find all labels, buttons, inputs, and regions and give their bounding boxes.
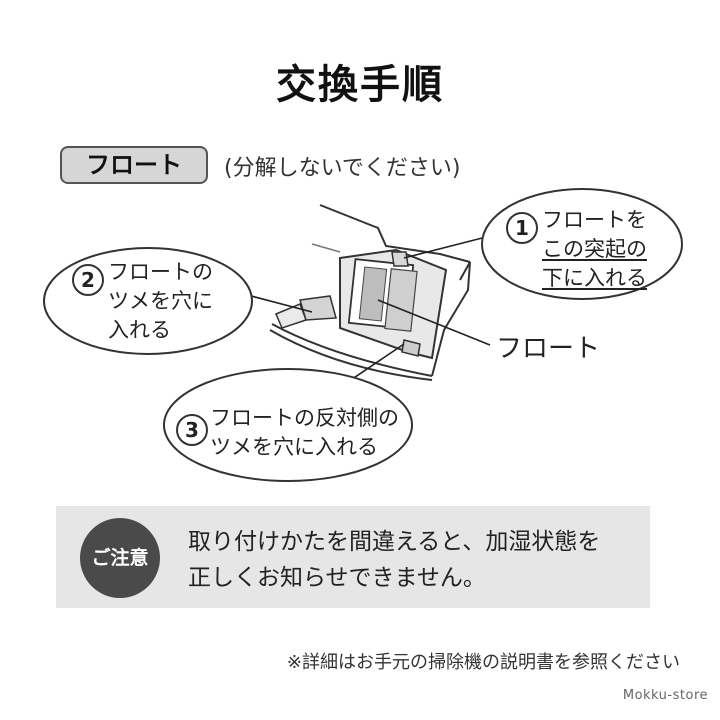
device-body (269, 204, 471, 381)
page-title: 交換手順 (276, 62, 444, 108)
caution-box: ご注意 取り付けかたを間違えると、加湿状態を 正しくお知らせできません。 (56, 506, 650, 608)
step-2-number: 2 (72, 264, 104, 296)
step-2-line-3: 入れる (108, 318, 171, 342)
store-watermark: Mokku-store (622, 688, 708, 703)
part-name-tag: フロート (60, 146, 208, 184)
caution-badge: ご注意 (80, 518, 160, 598)
step-3-number: 3 (176, 414, 208, 446)
step-3-bubble (163, 368, 413, 482)
step-1-text: フロートを この突起の 下に入れる (542, 206, 647, 293)
step-2-text: フロートの ツメを穴に 入れる (108, 258, 213, 345)
step-1-line-3: 下に入れる (542, 266, 647, 290)
step-3-line-2: ツメを穴に入れる (210, 435, 378, 459)
part-note: (分解しないでください) (224, 156, 461, 181)
step-1-line-2: この突起の (542, 237, 647, 261)
step-2-line-2: ツメを穴に (108, 289, 213, 313)
caution-text: 取り付けかたを間違えると、加湿状態を 正しくお知らせできません。 (188, 524, 600, 596)
step-1-number: 1 (506, 212, 538, 244)
step-2-line-1: フロートの (108, 260, 213, 284)
step-3-line-1: フロートの反対側の (210, 406, 399, 430)
step-1-line-1: フロートを (542, 208, 647, 232)
float-callout-label: フロート (496, 334, 601, 364)
step-3-text: フロートの反対側の ツメを穴に入れる (210, 404, 399, 462)
footnote: ※詳細はお手元の掃除機の説明書を参照ください (286, 652, 680, 673)
caution-line-1: 取り付けかたを間違えると、加湿状態を (188, 529, 601, 555)
caution-line-2: 正しくお知らせできません。 (188, 565, 486, 591)
float-part (275, 248, 448, 360)
